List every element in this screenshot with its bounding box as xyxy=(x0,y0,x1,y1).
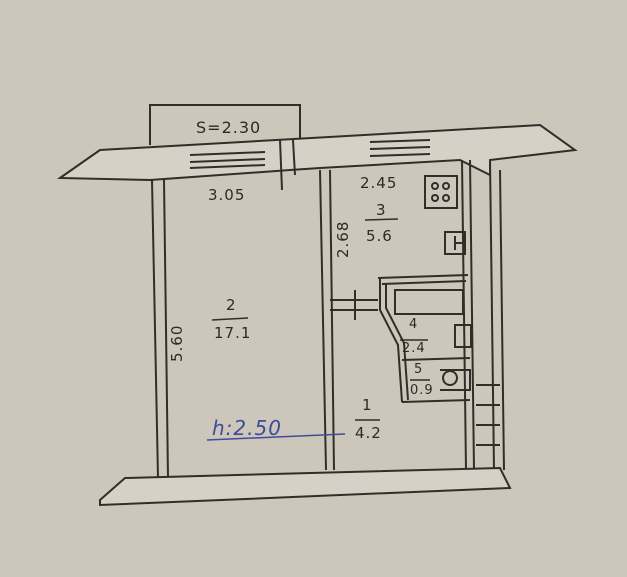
stove-icon xyxy=(424,175,458,209)
room3-area: 5.6 xyxy=(366,227,393,245)
room2-number: 2 xyxy=(226,296,237,314)
kitchen-length-label: 2.68 xyxy=(334,220,352,258)
stairs xyxy=(476,384,500,446)
walls xyxy=(99,159,512,507)
sink-icon xyxy=(444,231,466,255)
kitchen-width-label: 2.45 xyxy=(360,174,398,192)
balcony xyxy=(149,104,301,145)
room2-width-label: 3.05 xyxy=(208,186,246,204)
room1-number: 1 xyxy=(362,396,373,414)
room5-area: 0.9 xyxy=(410,383,434,398)
bathtub-icon xyxy=(394,289,464,315)
toilet-icon xyxy=(440,369,471,391)
ceiling-height-label: h:2.50 xyxy=(212,416,282,440)
room4-area: 2.4 xyxy=(402,341,426,356)
washbasin-icon xyxy=(454,324,472,348)
room4-number: 4 xyxy=(409,317,419,332)
room2-length-label: 5.60 xyxy=(168,324,186,362)
bathroom xyxy=(377,274,472,403)
room2-area: 17.1 xyxy=(214,324,252,342)
room5-number: 5 xyxy=(414,362,424,377)
room3-number: 3 xyxy=(376,201,387,219)
room1-area: 4.2 xyxy=(355,424,382,442)
balcony-area-label: S=2.30 xyxy=(196,118,262,137)
